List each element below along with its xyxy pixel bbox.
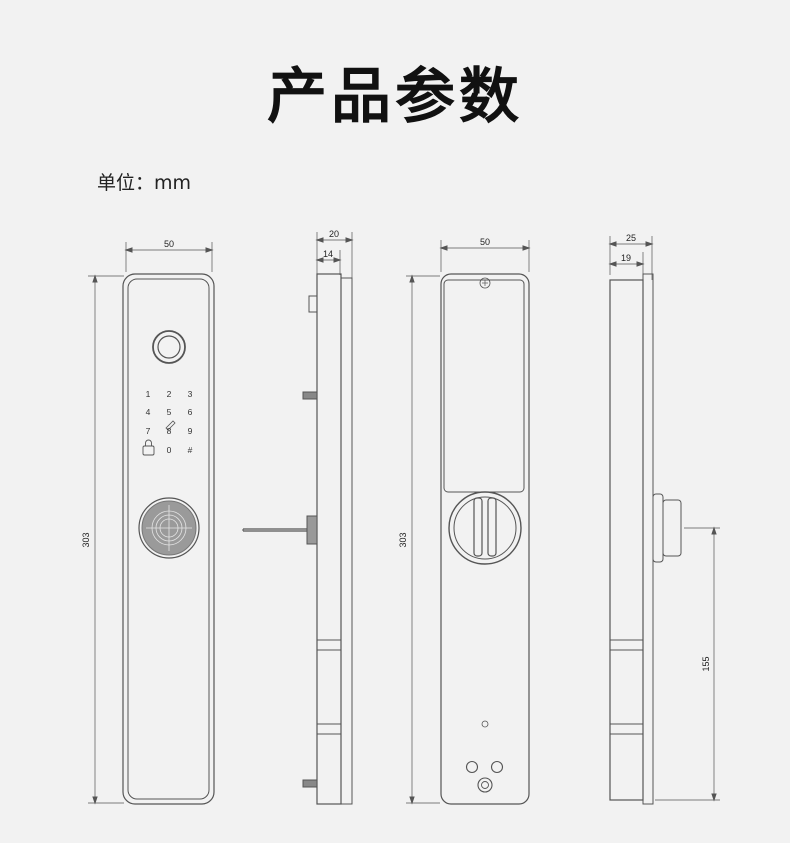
front-width-label: 50 [164, 239, 174, 249]
side-depth-total-label: 20 [329, 229, 339, 239]
key-1: 1 [146, 389, 151, 399]
back-height-label: 303 [398, 532, 408, 547]
key-4: 4 [146, 407, 151, 417]
key-3: 3 [188, 389, 193, 399]
key-5: 5 [167, 407, 172, 417]
back-width-label: 50 [480, 237, 490, 247]
key-hash: # [188, 445, 193, 455]
key-8: 8 [167, 426, 172, 436]
page-title: 产品参数 [267, 62, 523, 132]
front-view [88, 242, 215, 805]
key-7: 7 [146, 426, 151, 436]
key-9: 9 [188, 426, 193, 436]
right-side-view [608, 236, 720, 805]
side-view [242, 232, 354, 805]
right-depth-total-label: 25 [626, 233, 636, 243]
key-6: 6 [188, 407, 193, 417]
right-depth-inner-label: 19 [621, 253, 631, 263]
key-2: 2 [167, 389, 172, 399]
right-handle-height-label: 155 [701, 656, 711, 671]
front-height-label: 303 [81, 532, 91, 547]
unit-label: 单位：mm [97, 172, 192, 194]
side-depth-inner-label: 14 [323, 249, 333, 259]
key-0: 0 [167, 445, 172, 455]
back-view [406, 240, 531, 805]
